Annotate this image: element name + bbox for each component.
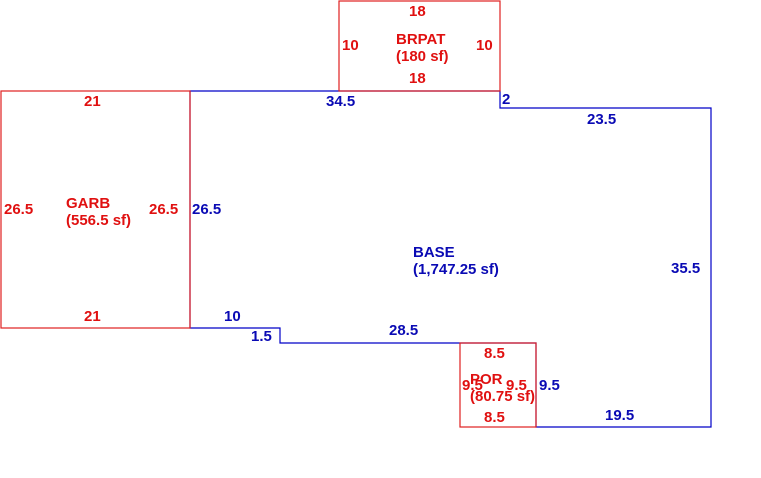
base-dim-bottom-right: 19.5 (605, 407, 634, 424)
por-outline (459, 342, 537, 428)
brpat-dim-left: 10 (342, 37, 359, 54)
por-dim-left: 9.5 (462, 377, 483, 394)
garb-area-label: (556.5 sf) (66, 212, 131, 229)
base-dim-step: 2 (502, 91, 510, 108)
brpat-area-label: (180 sf) (396, 48, 449, 65)
garb-dim-left: 26.5 (4, 201, 33, 218)
por-dim-right: 9.5 (506, 377, 527, 394)
brpat-name-label: BRPAT (396, 31, 445, 48)
brpat-outline (338, 0, 501, 92)
base-dim-right: 35.5 (671, 260, 700, 277)
por-dim-top: 8.5 (484, 345, 505, 362)
base-name-label: BASE (413, 244, 455, 261)
base-dim-left: 26.5 (192, 201, 221, 218)
brpat-dim-top: 18 (409, 3, 426, 20)
por-area-label: (80.75 sf) (470, 388, 535, 405)
brpat-dim-right: 10 (476, 37, 493, 54)
base-area-label: (1,747.25 sf) (413, 261, 499, 278)
brpat-dim-bottom: 18 (409, 70, 426, 87)
garb-dim-right: 26.5 (149, 201, 178, 218)
base-dim-top: 34.5 (326, 93, 355, 110)
garb-dim-top: 21 (84, 93, 101, 110)
base-dim-top-right: 23.5 (587, 111, 616, 128)
base-dim-notch-right: 9.5 (539, 377, 560, 394)
garb-name-label: GARB (66, 195, 110, 212)
garb-dim-bottom: 21 (84, 308, 101, 325)
por-dim-bottom: 8.5 (484, 409, 505, 426)
garb-outline (0, 90, 191, 329)
por-name-label: POR (470, 371, 503, 388)
base-dim-step-small: 1.5 (251, 328, 272, 345)
base-dim-bottom-mid: 28.5 (389, 322, 418, 339)
base-dim-bottom-left: 10 (224, 308, 241, 325)
